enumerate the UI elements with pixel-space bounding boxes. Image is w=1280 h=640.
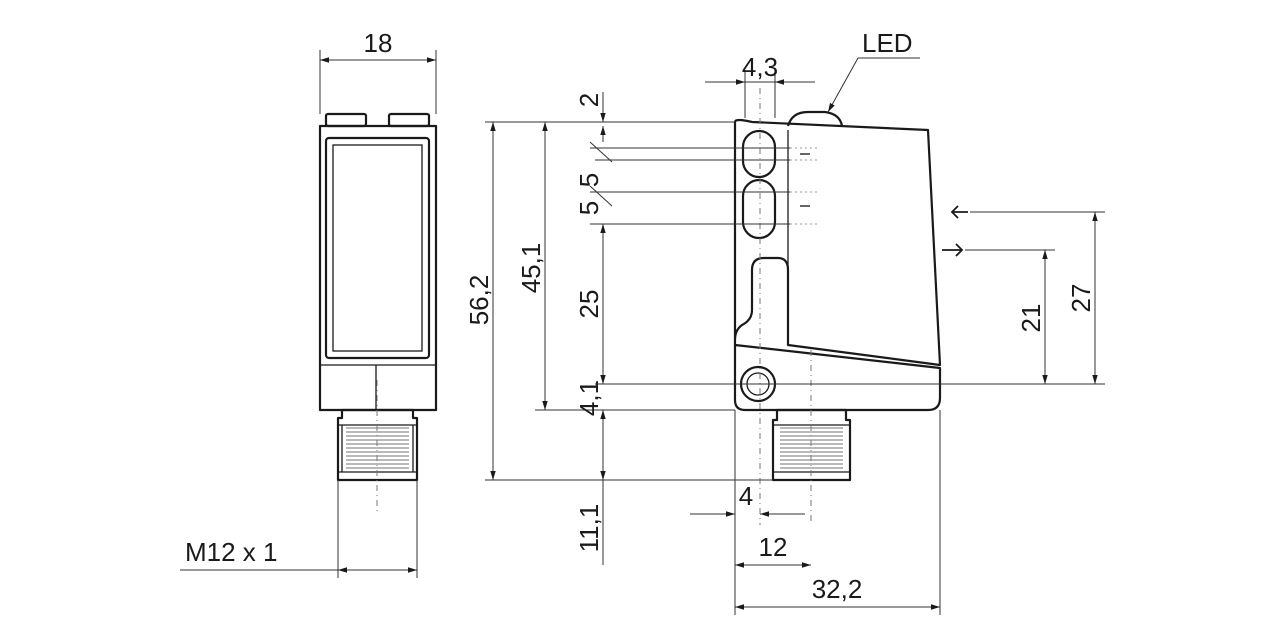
- side-connector: [771, 408, 852, 482]
- front-lens-frame: [324, 136, 431, 360]
- dim-spacing-a: 5: [574, 173, 604, 187]
- led-label: LED: [862, 28, 913, 58]
- front-view: 18 M12 x 1: [180, 28, 438, 578]
- dim-connector-width: 12: [759, 532, 788, 562]
- dim-body-height: 45,1: [516, 243, 546, 294]
- light-in-arrow-icon: [950, 205, 968, 219]
- side-housing-upper: [733, 118, 942, 367]
- led-bump: [786, 110, 844, 127]
- dim-connector-offset: 4: [739, 481, 753, 511]
- side-dimensions: 56,2 45,1 2 5 5 25 4,1 11,1 4,3 LED 4 12: [464, 28, 1105, 615]
- dim-mid-height: 25: [574, 290, 604, 319]
- slot-hole-lower: [741, 178, 777, 240]
- dim-optic-height-1: 21: [1016, 304, 1046, 333]
- dim-thread: M12 x 1: [185, 537, 278, 567]
- front-housing: [318, 124, 438, 412]
- slot-hole-upper: [741, 129, 777, 179]
- front-top-tab-right: [387, 112, 431, 128]
- dim-connector-height: 11,1: [574, 504, 604, 553]
- dim-spacing-b: 5: [574, 201, 604, 215]
- side-mount-block: [733, 343, 942, 412]
- dim-lower-step: 4,1: [574, 380, 604, 416]
- light-out-arrow-icon: [942, 243, 964, 257]
- dim-optic-height-2: 27: [1066, 284, 1096, 313]
- side-view: [733, 88, 968, 525]
- dim-led-offset: 4,3: [742, 52, 778, 82]
- front-lens-window: [332, 144, 423, 352]
- dim-total-height: 56,2: [464, 275, 494, 326]
- dim-total-depth: 32,2: [812, 574, 863, 604]
- dim-top-step: 2: [574, 93, 604, 107]
- front-top-tab-left: [324, 112, 368, 128]
- dim-width-front: 18: [364, 28, 393, 58]
